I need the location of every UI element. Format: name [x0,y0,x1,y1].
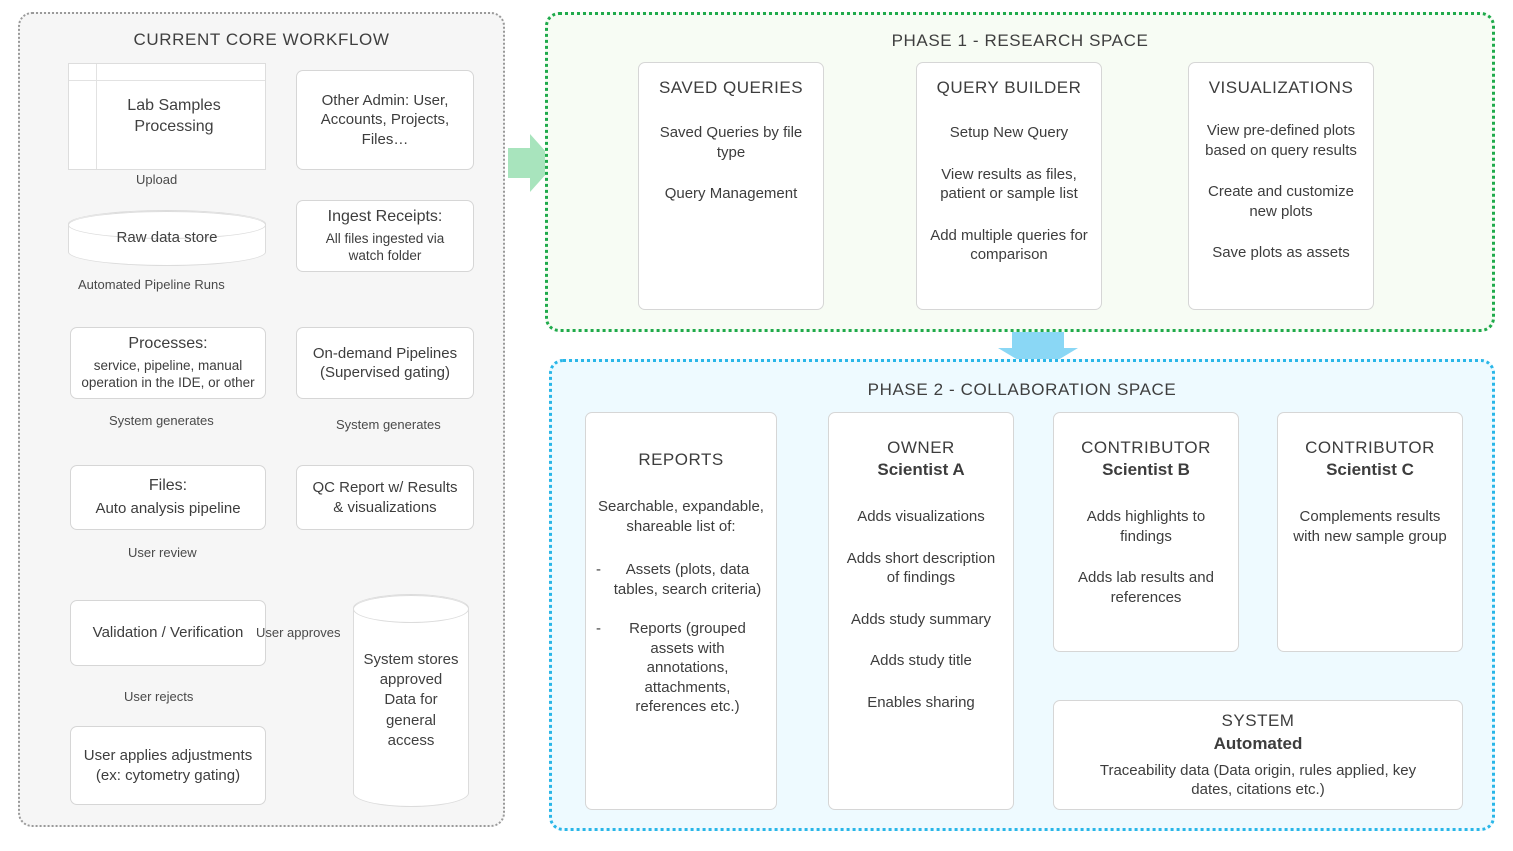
user-adjustments-label: User applies adjustments (ex: cytometry … [83,747,253,784]
node-ingest-receipts[interactable]: Ingest Receipts: All files ingested via … [296,200,474,272]
label-user-rejects: User rejects [124,689,194,704]
node-qc-report[interactable]: QC Report w/ Results & visualizations [296,465,474,530]
card-system-automated[interactable]: SYSTEM Automated Traceability data (Data… [1053,700,1463,810]
visualizations-line-1: View pre-defined plots based on query re… [1205,122,1357,159]
card-query-builder[interactable]: QUERY BUILDER Setup New Query View resul… [916,62,1102,310]
label-user-review: User review [128,545,197,560]
query-builder-line-3: Add multiple queries for comparison [930,226,1088,264]
system-role: SYSTEM [1221,711,1295,731]
card-owner-scientist-a[interactable]: OWNER Scientist A Adds visualizations Ad… [828,412,1014,810]
node-raw-data-store[interactable]: Raw data store [68,210,266,266]
files-sub: Auto analysis pipeline [95,500,241,518]
contributor-c-line-1: Complements results with new sample grou… [1293,508,1447,545]
node-files-auto-analysis[interactable]: Files: Auto analysis pipeline [70,465,266,530]
label-system-generates-right: System generates [336,417,441,432]
saved-queries-line-1: Saved Queries by file type [659,124,803,161]
contributor-b-role: CONTRIBUTOR [1081,438,1211,457]
query-builder-line-2: View results as files, patient or sample… [940,165,1078,203]
contributor-c-name: Scientist C [1326,460,1414,480]
saved-queries-heading: SAVED QUERIES [658,78,804,97]
node-processes[interactable]: Processes: service, pipeline, manual ope… [70,327,266,399]
lab-samples-label: Lab Samples Processing [127,96,221,135]
owner-line-3: Adds study summary [850,610,992,628]
reports-bullet-1-dash: - [596,561,601,579]
card-contributor-scientist-b[interactable]: CONTRIBUTOR Scientist B Adds highlights … [1053,412,1239,652]
label-upload: Upload [136,172,178,187]
owner-line-5: Enables sharing [867,693,975,711]
label-user-approves: User approves [256,625,341,640]
node-validation-verification[interactable]: Validation / Verification [70,600,266,666]
card-contributor-scientist-c[interactable]: CONTRIBUTOR Scientist C Complements resu… [1277,412,1463,652]
card-reports[interactable]: REPORTS Searchable, expandable, shareabl… [585,412,777,810]
contributor-b-name: Scientist B [1102,460,1190,480]
reports-intro: Searchable, expandable, shareable list o… [598,498,764,535]
contributor-b-line-2: Adds lab results and references [1078,569,1214,606]
node-system-stores-approved-data[interactable]: System stores approved Data for general … [353,594,469,807]
files-title: Files: [148,477,188,495]
qc-report-label: QC Report w/ Results & visualizations [312,479,458,516]
label-automated-pipeline-runs: Automated Pipeline Runs [78,277,225,292]
reports-heading: REPORTS [638,450,724,469]
node-lab-samples-processing[interactable]: Lab Samples Processing [68,63,266,170]
raw-data-store-label: Raw data store [116,228,218,246]
ingest-receipts-title: Ingest Receipts: [327,208,443,226]
core-panel-title: CURRENT CORE WORKFLOW [133,30,390,49]
table-header-divider [69,80,265,81]
reports-bullet-1: - Assets (plots, data tables, search cri… [596,560,766,599]
owner-role: OWNER [887,438,955,457]
owner-name: Scientist A [877,460,965,480]
processes-title: Processes: [128,335,208,353]
reports-bullet-2-text: Reports (grouped assets with annotations… [629,620,746,716]
system-name: Automated [1213,733,1303,753]
visualizations-heading: VISUALIZATIONS [1208,78,1354,97]
saved-queries-line-2: Query Management [664,185,798,203]
system-line: Traceability data (Data origin, rules ap… [1099,761,1417,799]
query-builder-line-1: Setup New Query [949,124,1069,142]
card-saved-queries[interactable]: SAVED QUERIES Saved Queries by file type… [638,62,824,310]
node-other-admin[interactable]: Other Admin: User, Accounts, Projects, F… [296,70,474,170]
card-visualizations[interactable]: VISUALIZATIONS View pre-defined plots ba… [1188,62,1374,310]
reports-bullet-2: - Reports (grouped assets with annotatio… [596,619,766,717]
processes-sub: service, pipeline, manual operation in t… [81,357,255,391]
other-admin-label: Other Admin: User, Accounts, Projects, F… [320,91,450,148]
on-demand-label: On-demand Pipelines (Supervised gating) [312,344,458,382]
reports-bullet-1-text: Assets (plots, data tables, search crite… [613,561,762,598]
query-builder-heading: QUERY BUILDER [936,78,1082,97]
label-system-generates-left: System generates [109,413,214,428]
table-column-divider [96,64,97,169]
owner-line-2: Adds short description of findings [846,549,996,587]
visualizations-line-3: Save plots as assets [1212,244,1350,262]
reports-bullet-2-dash: - [596,620,601,638]
validation-label: Validation / Verification [92,624,244,642]
ingest-receipts-sub: All files ingested via watch folder [325,230,445,264]
owner-line-1: Adds visualizations [857,508,985,526]
contributor-b-line-1: Adds highlights to findings [1086,508,1206,545]
node-user-applies-adjustments[interactable]: User applies adjustments (ex: cytometry … [70,726,266,805]
contributor-c-role: CONTRIBUTOR [1305,438,1435,457]
phase2-panel-title: PHASE 2 - COLLABORATION SPACE [867,380,1177,399]
phase1-panel-title: PHASE 1 - RESEARCH SPACE [891,31,1149,50]
node-on-demand-pipelines[interactable]: On-demand Pipelines (Supervised gating) [296,327,474,399]
owner-line-4: Adds study title [870,652,972,670]
visualizations-line-2: Create and customize new plots [1208,183,1354,220]
system-stores-label: System stores approved Data for general … [363,650,459,749]
